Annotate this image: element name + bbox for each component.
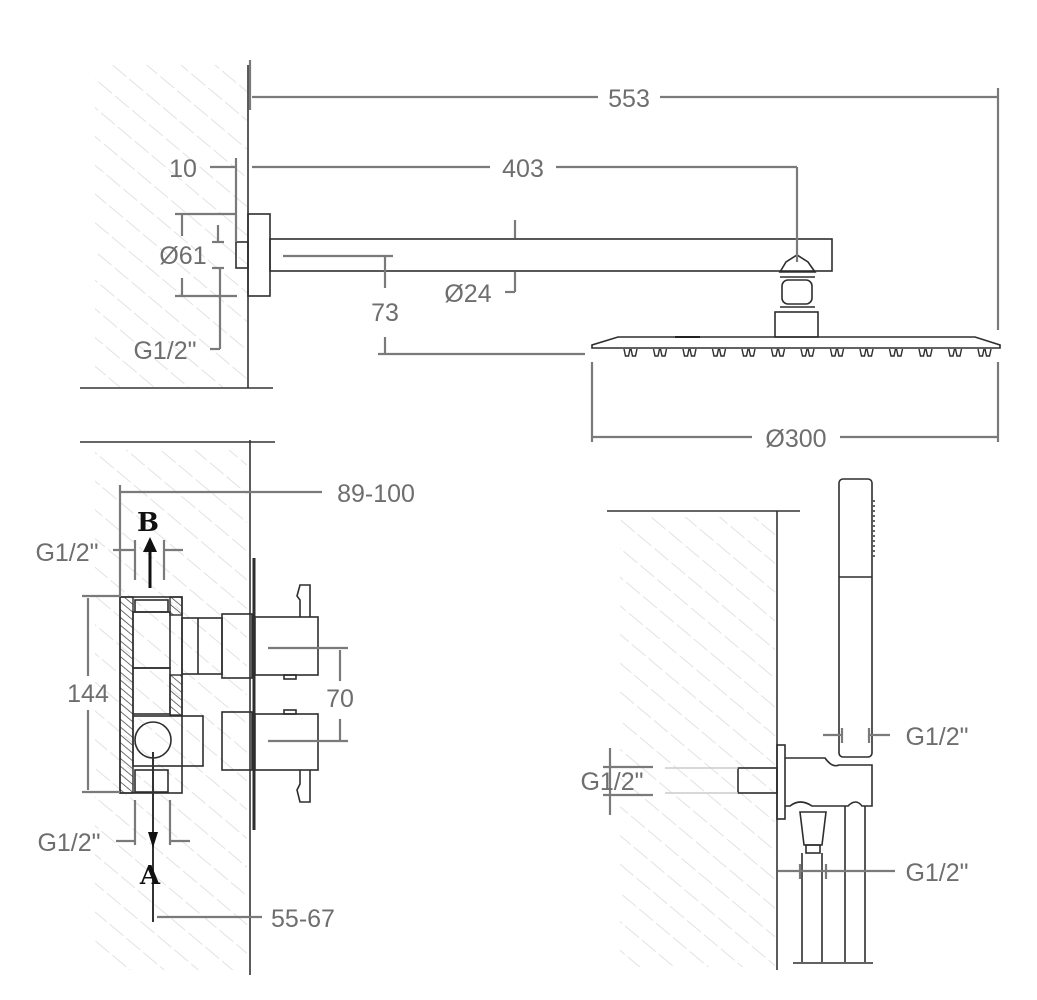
dimension-70: 70 xyxy=(268,646,354,743)
dimension-wall-thread: G1/2" xyxy=(580,748,738,815)
swivel-joint xyxy=(778,254,817,273)
dim-label-144: 144 xyxy=(67,680,109,708)
nozzle xyxy=(777,348,786,357)
dim-label-403: 403 xyxy=(502,155,544,183)
valve-body-wall xyxy=(169,596,183,616)
dim-label-outlet-thread: G1/2" xyxy=(35,539,98,567)
valve-body xyxy=(119,596,183,794)
dimension-89-100: 89-100 xyxy=(118,480,415,597)
nozzle xyxy=(630,348,638,357)
inlet-stub xyxy=(235,241,249,269)
shower-nozzles xyxy=(623,348,992,357)
dim-label-89-100: 89-100 xyxy=(337,480,415,508)
overhead-shower-view: 553 403 10 Ø61 G1/2" xyxy=(80,60,1001,453)
outlet-arrow-head xyxy=(143,537,157,552)
hose-nut xyxy=(799,811,827,846)
inlet-label-a: A xyxy=(139,861,161,891)
wall-pipe-stub xyxy=(737,767,778,794)
dim-label-diameter-300: Ø300 xyxy=(765,425,826,453)
wall-outlet-body xyxy=(785,757,873,807)
upper-indicator xyxy=(283,674,297,680)
wall-flange xyxy=(247,213,271,297)
hose-ferrule xyxy=(805,844,821,854)
nozzle xyxy=(954,348,963,357)
nozzle xyxy=(807,348,815,357)
inlet-fitting xyxy=(134,769,169,793)
nozzle xyxy=(682,348,690,357)
nozzle xyxy=(800,348,808,357)
nozzle xyxy=(918,348,926,357)
diverter-block xyxy=(132,715,204,767)
dimension-10: 10 xyxy=(169,155,238,242)
nozzle xyxy=(859,348,867,357)
dim-label-inlet-thread: G1/2" xyxy=(133,337,196,365)
nozzle xyxy=(829,348,838,357)
nozzle xyxy=(770,348,779,357)
nozzle xyxy=(888,348,897,357)
dim-label-55-67: 55-67 xyxy=(271,905,335,933)
shower-arm xyxy=(269,238,833,272)
nozzle xyxy=(947,348,956,357)
shower-head-plate xyxy=(591,336,1001,349)
nozzle xyxy=(623,348,631,357)
lower-indicator xyxy=(283,709,297,715)
lower-lever xyxy=(296,770,311,803)
dimension-outlet-thread: G1/2" xyxy=(35,539,183,580)
dimension-diameter-61: Ø61 xyxy=(159,212,237,298)
upper-lever xyxy=(296,584,311,617)
nozzle xyxy=(836,348,845,357)
dimension-73: 73 xyxy=(283,254,585,356)
dim-label-handle-thread: G1/2" xyxy=(905,723,968,751)
hand-shower-view: G1/2" G1/2" G1/2" xyxy=(580,478,969,970)
dim-label-553: 553 xyxy=(608,85,650,113)
swivel-ball xyxy=(781,279,813,305)
dimension-403: 403 xyxy=(252,155,799,262)
dimension-diameter-300: Ø300 xyxy=(590,362,1000,453)
nozzle xyxy=(748,348,756,357)
wall-outlet-flange xyxy=(776,744,786,820)
wall-hatch xyxy=(95,65,247,387)
nozzle xyxy=(866,348,874,357)
dimension-handle-thread: G1/2" xyxy=(823,723,969,751)
lower-sleeve xyxy=(221,711,253,771)
dim-label-inlet-thread: G1/2" xyxy=(37,829,100,857)
hand-shower-handle xyxy=(838,478,873,758)
valve-body-wall xyxy=(169,674,183,716)
dim-label-73: 73 xyxy=(371,299,399,327)
dim-label-10: 10 xyxy=(169,155,197,183)
dimension-55-67: 55-67 xyxy=(157,905,335,933)
wall-hatch xyxy=(620,517,775,967)
cartridge-chamber xyxy=(132,667,171,715)
dimension-144: 144 xyxy=(67,594,120,794)
upper-handle xyxy=(254,616,319,676)
dim-label-diameter-24: Ø24 xyxy=(444,280,491,308)
dimension-553: 553 xyxy=(248,60,1000,330)
dim-label-70: 70 xyxy=(326,685,354,713)
nozzle xyxy=(741,348,749,357)
dimension-diameter-24: Ø24 xyxy=(444,220,517,308)
valve-body-wall xyxy=(119,596,134,794)
outlet-label-b: B xyxy=(137,508,159,538)
thermostatic-valve-view: B G1/2" A G1/2" 89-100 xyxy=(35,440,415,975)
nozzle xyxy=(689,348,697,357)
nozzle xyxy=(659,348,668,357)
dimension-hose-thread: G1/2" xyxy=(778,859,969,887)
nozzle xyxy=(711,348,720,357)
dimension-inlet-thread: G1/2" xyxy=(37,800,190,857)
nozzle xyxy=(925,348,933,357)
dim-label-diameter-61: Ø61 xyxy=(159,242,206,270)
dimension-inlet-thread: G1/2" xyxy=(133,266,224,365)
nozzle xyxy=(652,348,661,357)
dim-label-wall-thread: G1/2" xyxy=(580,768,643,796)
inlet-arrow-head xyxy=(148,832,158,848)
nozzle xyxy=(977,348,985,357)
head-base xyxy=(774,311,819,338)
nozzle xyxy=(718,348,727,357)
upper-sleeve xyxy=(221,613,253,679)
nozzle xyxy=(984,348,992,357)
dim-label-hose-thread: G1/2" xyxy=(905,859,968,887)
nozzle xyxy=(895,348,904,357)
